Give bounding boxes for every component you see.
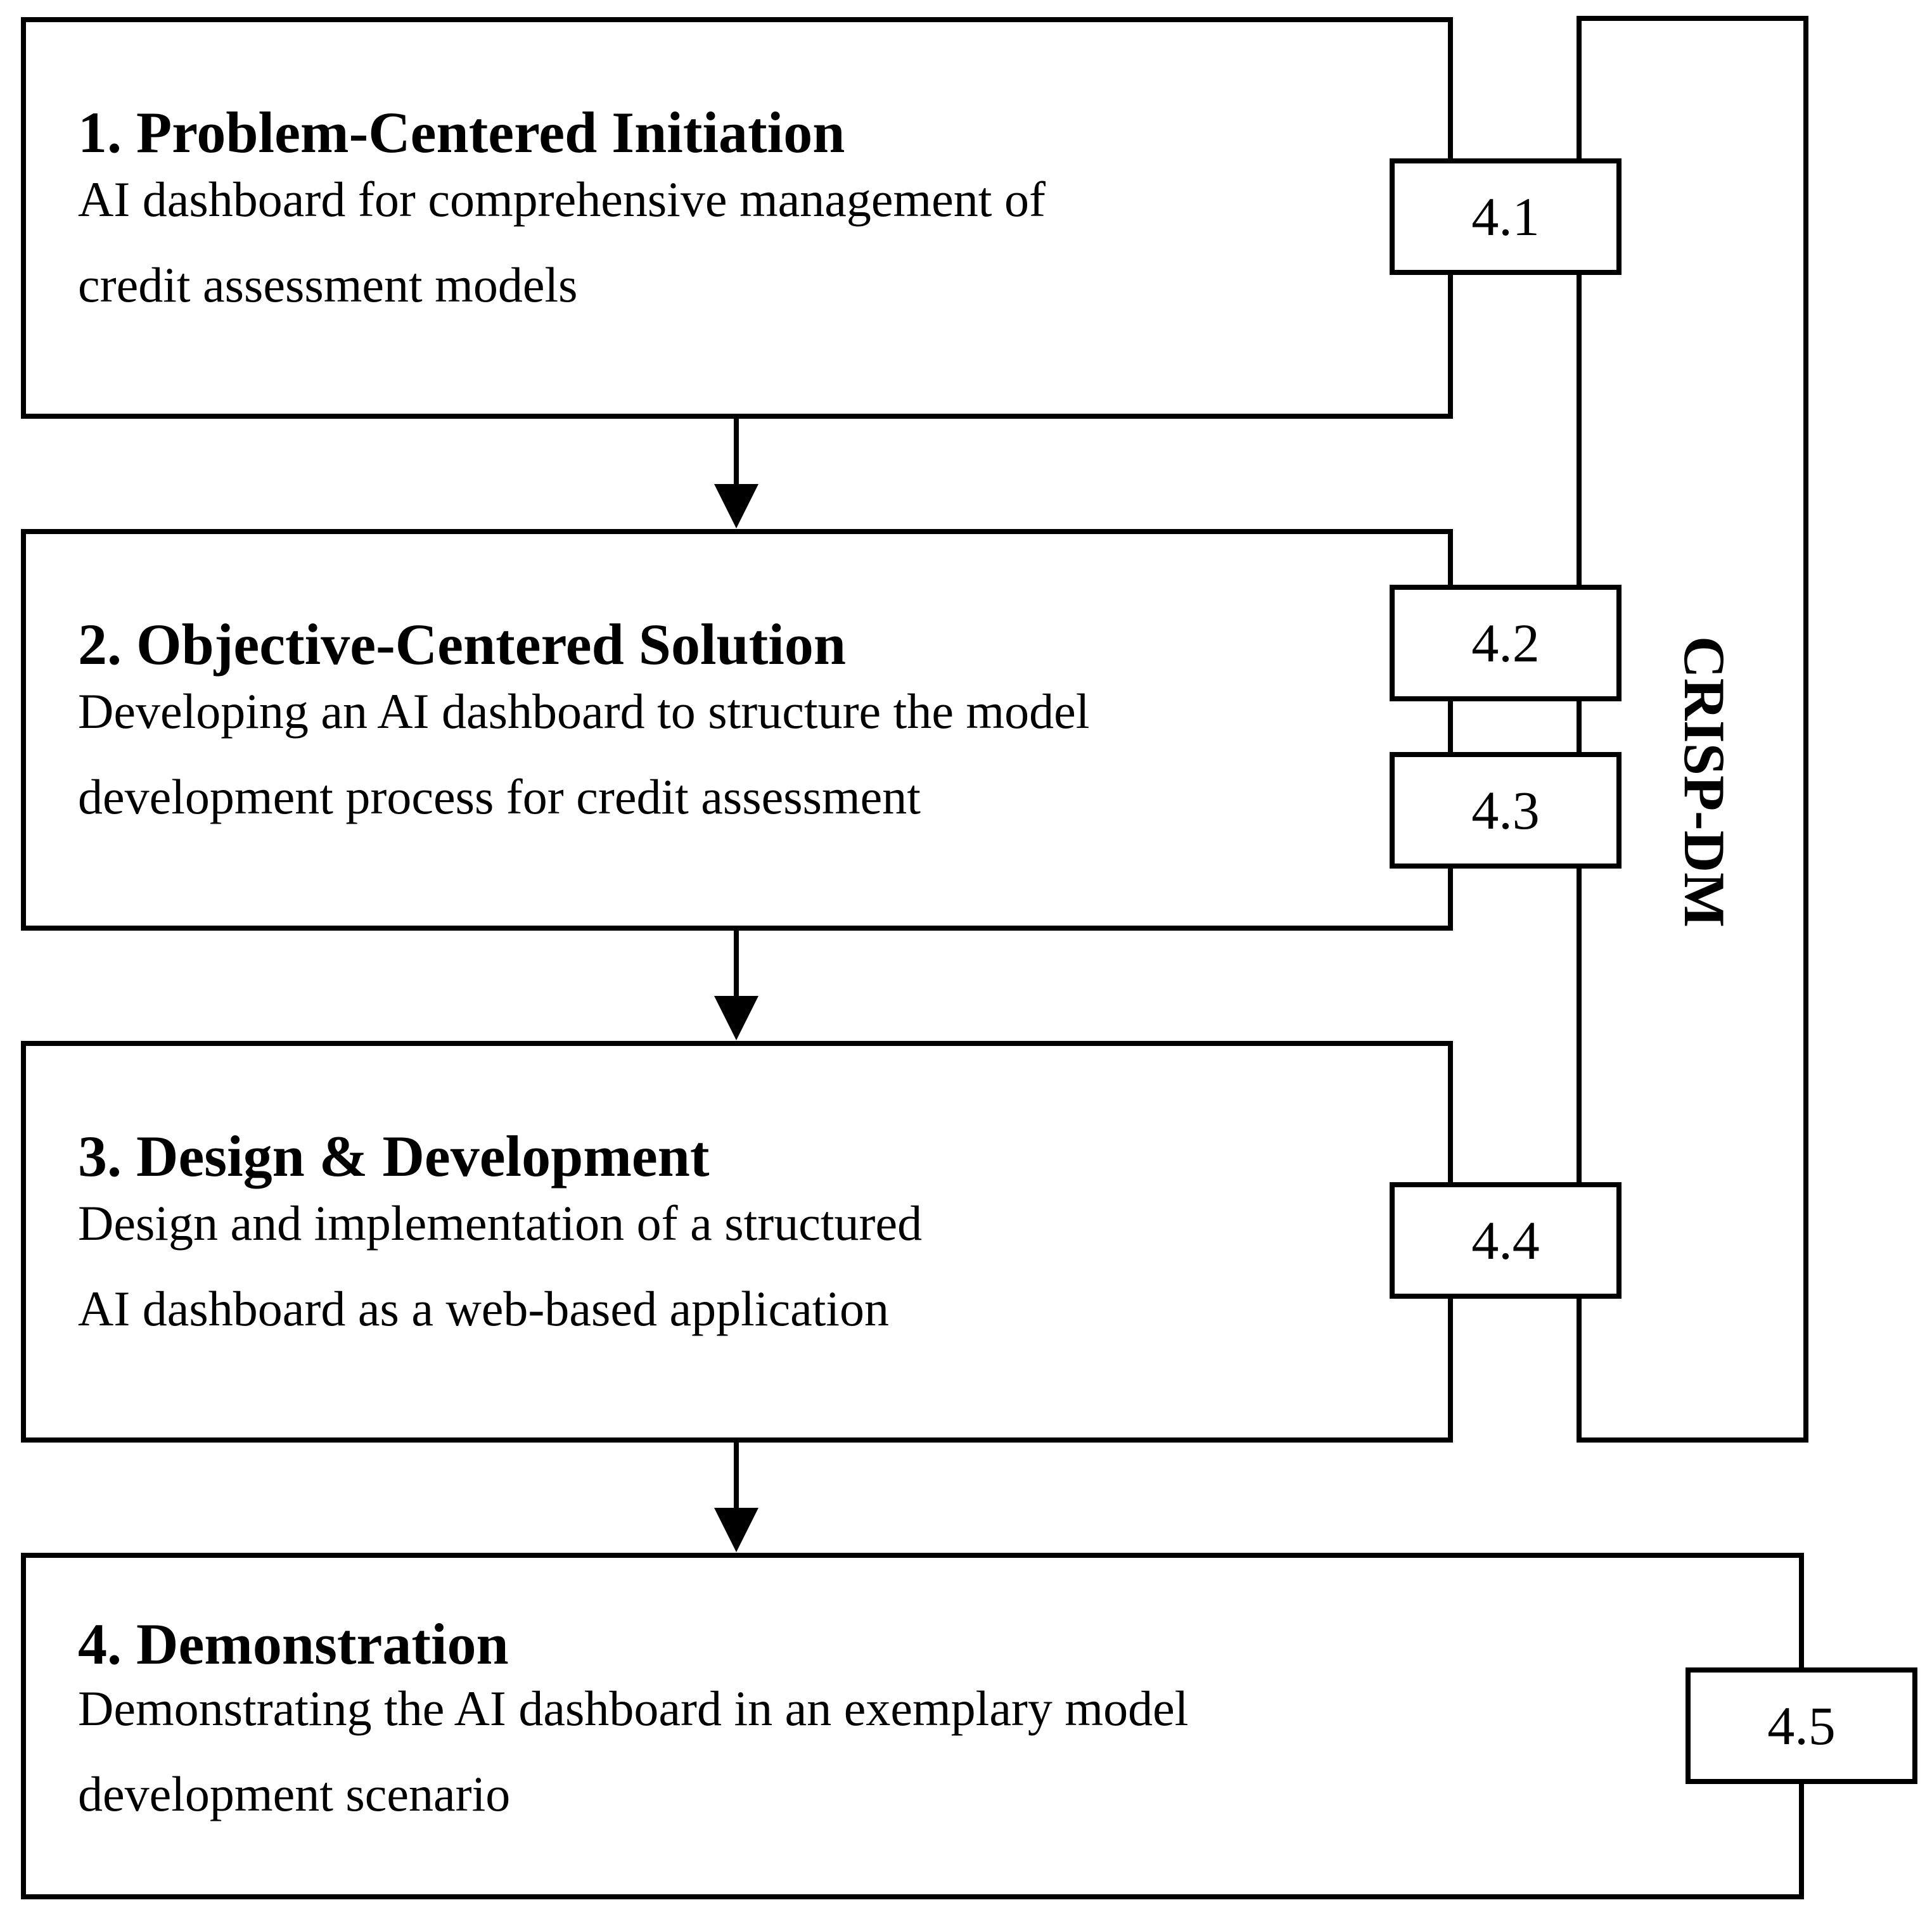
arrow-2-to-3-head	[714, 996, 758, 1040]
section-tag-4-4: 4.4	[1390, 1182, 1622, 1299]
section-tag-4-5: 4.5	[1686, 1667, 1917, 1784]
stage-4-box: 4. Demonstration Demonstrating the AI da…	[21, 1553, 1804, 1899]
section-tag-4-1: 4.1	[1390, 158, 1622, 275]
stage-2-box: 2. Objective-Centered Solution Developin…	[21, 529, 1453, 931]
stage-2-desc-line-1: Developing an AI dashboard to structure …	[78, 684, 1090, 739]
stage-4-desc-line-2: development scenario	[78, 1766, 511, 1821]
crisp-dm-label: CRISP-DM	[1672, 636, 1737, 927]
section-tag-4-2: 4.2	[1390, 585, 1622, 701]
stage-3-desc-line-1: Design and implementation of a structure…	[78, 1195, 923, 1251]
stage-2-description: Developing an AI dashboard to structure …	[78, 668, 1089, 839]
stage-2-desc-line-2: development process for credit assessmen…	[78, 769, 921, 824]
stage-4-desc-line-1: Demonstrating the AI dashboard in an exe…	[78, 1681, 1189, 1736]
arrow-3-to-4-head	[714, 1508, 758, 1552]
crisp-dm-frame	[1577, 16, 1808, 1443]
stage-3-description: Design and implementation of a structure…	[78, 1180, 922, 1351]
stage-1-desc-line-1: AI dashboard for comprehensive managemen…	[78, 172, 1046, 227]
stage-2-title: 2. Objective-Centered Solution	[78, 612, 847, 677]
arrow-1-to-2-head	[714, 484, 758, 528]
stage-3-desc-line-2: AI dashboard as a web-based application	[78, 1281, 890, 1336]
stage-4-description: Demonstrating the AI dashboard in an exe…	[78, 1666, 1188, 1837]
section-tag-4-3: 4.3	[1390, 752, 1622, 869]
stage-3-title: 3. Design & Development	[78, 1124, 710, 1189]
stage-4-title: 4. Demonstration	[78, 1612, 509, 1676]
stage-1-description: AI dashboard for comprehensive managemen…	[78, 156, 1046, 328]
stage-1-desc-line-2: credit assessment models	[78, 257, 578, 312]
stage-1-title: 1. Problem-Centered Initiation	[78, 100, 845, 165]
stage-3-box: 3. Design & Development Design and imple…	[21, 1041, 1453, 1443]
stage-1-box: 1. Problem-Centered Initiation AI dashbo…	[21, 17, 1453, 419]
